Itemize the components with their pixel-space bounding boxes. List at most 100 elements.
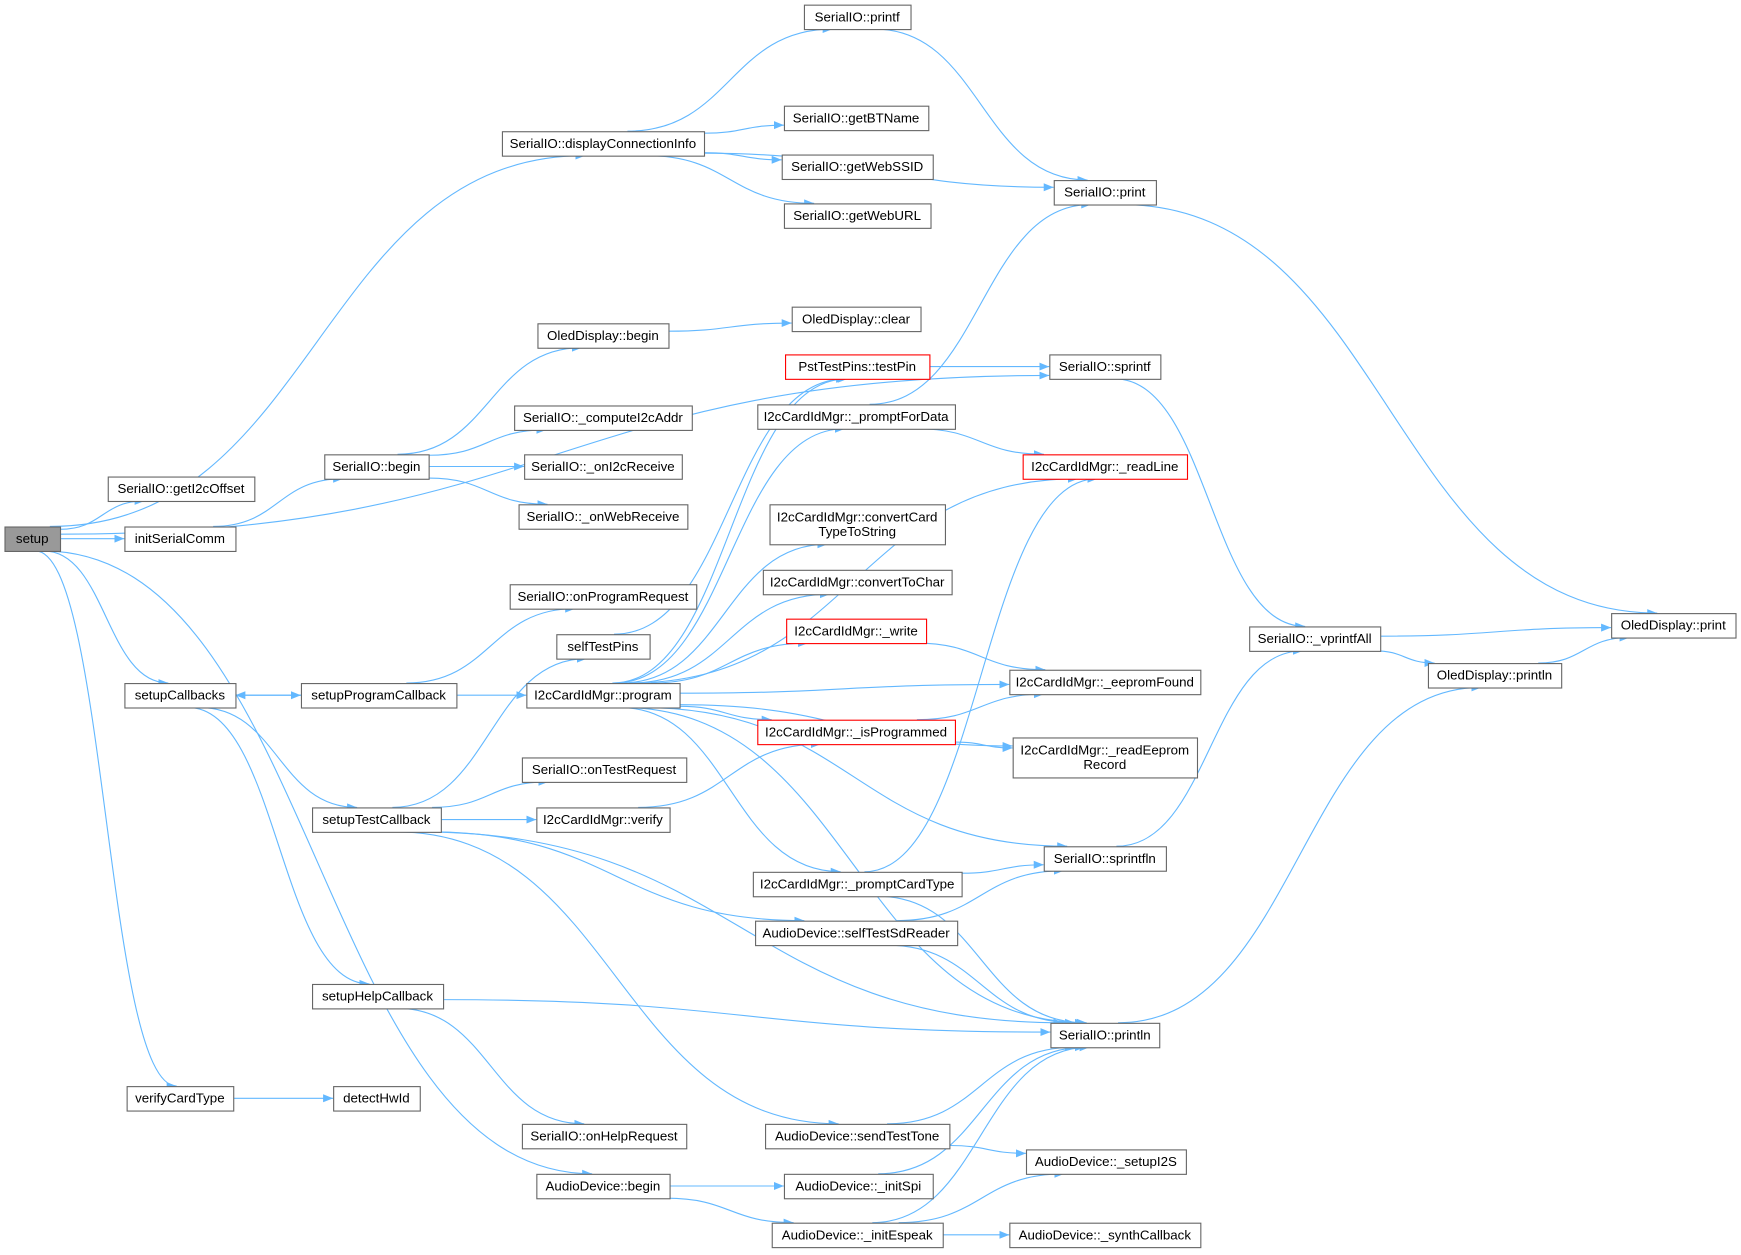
node-box	[781, 154, 934, 181]
edge-vprintfAll-to-oledPrint	[1380, 623, 1612, 637]
node-label: SerialIO::getWebURL	[793, 208, 921, 223]
node-label: SerialIO::sprintf	[1059, 359, 1151, 374]
node-box	[771, 1222, 944, 1249]
node-onI2cReceive[interactable]: SerialIO::_onI2cReceive	[524, 454, 683, 480]
node-label: SerialIO::_computeI2cAddr	[523, 410, 683, 425]
node-vprintfAll[interactable]: SerialIO::_vprintfAll	[1249, 626, 1382, 652]
edge-program-to-promptCardType	[619, 706, 841, 876]
node-box	[757, 719, 956, 746]
node-initEspeak[interactable]: AudioDevice::_initEspeak	[771, 1222, 944, 1249]
node-getWebURL[interactable]: SerialIO::getWebURL	[783, 203, 932, 229]
node-setup[interactable]: setup	[4, 526, 62, 552]
edge-sioBegin-to-onWebReceive	[428, 477, 548, 509]
node-box	[786, 618, 928, 645]
node-box	[312, 983, 445, 1010]
node-sioSprintf[interactable]: SerialIO::sprintf	[1049, 354, 1162, 380]
node-write[interactable]: I2cCardIdMgr::_write	[786, 618, 928, 645]
node-label: SerialIO::begin	[332, 459, 420, 474]
node-label: SerialIO::printf	[815, 9, 900, 24]
node-box	[324, 454, 430, 480]
edge-displayConnectionInfo-to-getWebURL	[645, 155, 815, 208]
nodes: setup SerialIO::getI2cOffsetinitSerialCom…	[4, 4, 1737, 1249]
node-sioPrint[interactable]: SerialIO::print	[1053, 180, 1157, 206]
edge-isProgrammed-to-eepromFound	[916, 690, 1044, 721]
edge-sioBegin-to-computeI2cAddr	[428, 425, 547, 456]
node-box	[537, 323, 670, 349]
node-label: AudioDevice::selfTestSdReader	[762, 925, 950, 940]
node-box	[769, 504, 947, 546]
node-box	[521, 1123, 688, 1150]
node-initSerialComm[interactable]: initSerialComm	[124, 526, 237, 552]
node-verifyCardType[interactable]: verifyCardType	[126, 1086, 235, 1112]
node-onWebReceive[interactable]: SerialIO::_onWebReceive	[518, 504, 689, 530]
node-sioPrintln[interactable]: SerialIO::println	[1050, 1022, 1161, 1049]
node-onTestRequest[interactable]: SerialIO::onTestRequest	[521, 757, 688, 783]
edge-write-to-eepromFound	[915, 642, 1046, 674]
edge-setup-to-audioBegin	[42, 550, 593, 1178]
node-oledClear[interactable]: OledDisplay::clear	[791, 306, 922, 333]
node-readLine[interactable]: I2cCardIdMgr::_readLine	[1022, 454, 1189, 480]
node-sprintfln[interactable]: SerialIO::sprintfln	[1043, 846, 1167, 872]
node-selfTestSdReader[interactable]: AudioDevice::selfTestSdReader	[755, 920, 959, 947]
node-label: I2cCardIdMgr::_readEeprom	[1020, 743, 1189, 758]
node-getWebSSID[interactable]: SerialIO::getWebSSID	[781, 154, 934, 181]
edge-sprintfln-to-vprintfAll	[1116, 646, 1303, 847]
node-onHelpRequest[interactable]: SerialIO::onHelpRequest	[521, 1123, 688, 1150]
node-detectHwId[interactable]: detectHwId	[333, 1086, 421, 1112]
edges	[35, 25, 1658, 1239]
node-label: I2cCardIdMgr::convertToChar	[770, 574, 945, 589]
node-setupTestCallback[interactable]: setupTestCallback	[312, 807, 442, 833]
node-box	[1427, 663, 1563, 689]
node-selfTestPins[interactable]: selfTestPins	[556, 634, 651, 660]
node-computeI2cAddr[interactable]: SerialIO::_computeI2cAddr	[514, 405, 693, 431]
node-box	[752, 871, 963, 898]
node-label: TypeToString	[818, 524, 896, 539]
node-setupProgramCallback[interactable]: setupProgramCallback	[300, 683, 458, 709]
node-promptForData[interactable]: I2cCardIdMgr::_promptForData	[757, 404, 956, 430]
node-testPin[interactable]: PstTestPins::testPin	[785, 354, 931, 380]
edge-program-to-promptForData	[614, 424, 845, 684]
node-getBTName[interactable]: SerialIO::getBTName	[783, 105, 930, 132]
node-box	[1009, 669, 1202, 696]
edge-isProgrammed-to-readEepromRecord	[954, 741, 1013, 752]
edge-setupTestCallback-to-sioPrintln	[417, 831, 1064, 1027]
node-oledPrint[interactable]: OledDisplay::print	[1611, 613, 1737, 639]
node-sioBegin[interactable]: SerialIO::begin	[324, 454, 430, 480]
node-sendTestTone[interactable]: AudioDevice::sendTestTone	[765, 1123, 951, 1150]
node-box	[536, 807, 671, 833]
node-label: SerialIO::displayConnectionInfo	[510, 136, 696, 151]
edge-program-to-write	[650, 639, 809, 684]
node-label: SerialIO::getI2cOffset	[117, 481, 244, 496]
edge-program-to-eepromFound	[679, 680, 1010, 694]
node-synthCallback[interactable]: AudioDevice::_synthCallback	[1009, 1222, 1202, 1249]
node-program[interactable]: I2cCardIdMgr::program	[526, 683, 681, 709]
node-oledBegin[interactable]: OledDisplay::begin	[537, 323, 670, 349]
node-box	[1043, 846, 1167, 872]
node-verify[interactable]: I2cCardIdMgr::verify	[536, 807, 671, 833]
node-setupHelpCallback[interactable]: setupHelpCallback	[312, 983, 445, 1010]
node-getI2cOffset[interactable]: SerialIO::getI2cOffset	[107, 476, 256, 503]
node-promptCardType[interactable]: I2cCardIdMgr::_promptCardType	[752, 871, 963, 898]
node-box	[300, 683, 458, 709]
edge-setupProgramCallback-to-onProgramRequest	[406, 604, 576, 684]
node-printf[interactable]: SerialIO::printf	[803, 4, 912, 31]
node-oledPrintln[interactable]: OledDisplay::println	[1427, 663, 1563, 689]
node-initSpi[interactable]: AudioDevice::_initSpi	[783, 1173, 934, 1200]
node-convertToChar[interactable]: I2cCardIdMgr::convertToChar	[762, 569, 953, 596]
node-label: I2cCardIdMgr::program	[534, 688, 672, 703]
node-audioBegin[interactable]: AudioDevice::begin	[536, 1173, 671, 1200]
node-setupCallbacks[interactable]: setupCallbacks	[124, 683, 237, 709]
node-box	[1012, 737, 1199, 779]
node-displayConnectionInfo[interactable]: SerialIO::displayConnectionInfo	[501, 131, 706, 157]
node-box	[1025, 1149, 1187, 1175]
node-setupI2S[interactable]: AudioDevice::_setupI2S	[1025, 1149, 1187, 1175]
node-isProgrammed[interactable]: I2cCardIdMgr::_isProgrammed	[757, 719, 956, 746]
node-label: OledDisplay::begin	[547, 328, 659, 343]
edge-selfTestPins-to-testPin	[614, 374, 847, 635]
node-onProgramRequest[interactable]: SerialIO::onProgramRequest	[509, 584, 698, 610]
edge-initSerialComm-to-sioBegin	[213, 474, 344, 528]
node-label: SerialIO::_onWebReceive	[526, 509, 679, 524]
node-eepromFound[interactable]: I2cCardIdMgr::_eepromFound	[1009, 669, 1202, 696]
